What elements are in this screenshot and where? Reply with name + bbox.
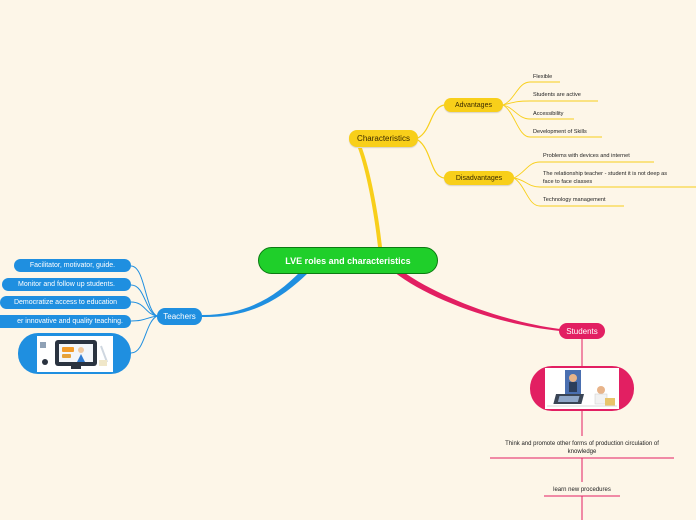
connector-teachers [202, 272, 308, 318]
student-item[interactable]: Think and promote other forms of product… [505, 441, 659, 455]
advantage-item[interactable]: Development of Skills [533, 129, 587, 135]
students-node[interactable]: Students [559, 323, 605, 339]
advantages-node[interactable]: Advantages [444, 98, 503, 112]
student-item[interactable]: learn new procedures [553, 487, 611, 493]
advantages-leaf-lines [502, 81, 602, 138]
teacher-item[interactable]: Monitor and follow up students. [2, 278, 131, 291]
advantage-item[interactable]: Students are active [533, 92, 581, 98]
advantage-item[interactable]: Flexible [533, 74, 553, 80]
students-image-bubble[interactable] [530, 366, 634, 411]
connector-students [394, 271, 560, 331]
teacher-item[interactable]: Democratize access to education [0, 296, 131, 309]
disadvantage-item[interactable]: Problems with devices and internet [543, 153, 630, 159]
disadvantages-leaf-lines [513, 161, 696, 207]
student-at-laptop-illustration-icon [545, 368, 619, 409]
disadvantage-item-continued: face to face classes [543, 179, 593, 185]
disadvantages-node[interactable]: Disadvantages [444, 171, 514, 185]
online-class-illustration-icon [37, 336, 113, 372]
students-leaf-lines [490, 339, 674, 520]
teachers-image-bubble[interactable] [18, 333, 131, 374]
central-topic[interactable]: LVE roles and characteristics [258, 247, 438, 274]
characteristics-node[interactable]: Characteristics [349, 130, 418, 147]
advantage-item[interactable]: Accessibility [533, 111, 564, 117]
connector-characteristics [358, 148, 382, 247]
teacher-item[interactable]: Facilitator, motivator, guide. [14, 259, 131, 272]
disadvantage-item[interactable]: The relationship teacher - student it is… [543, 171, 668, 177]
teachers-node[interactable]: Teachers [157, 308, 202, 325]
teacher-item[interactable]: er innovative and quality teaching. [0, 315, 131, 328]
teachers-leaf-lines [130, 265, 158, 354]
connector-disadvantages [417, 139, 445, 179]
connector-advantages [417, 104, 445, 139]
disadvantage-item[interactable]: Technology management [543, 197, 606, 203]
